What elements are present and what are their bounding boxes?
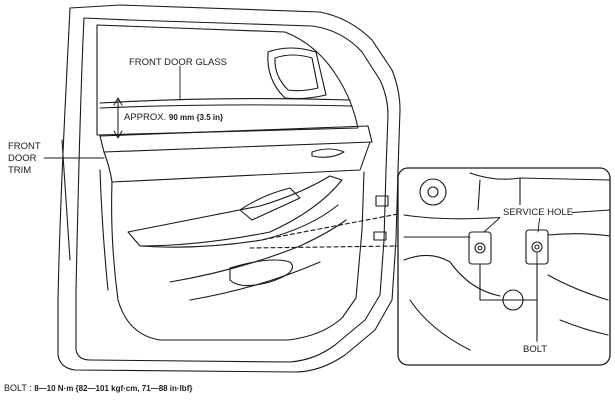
- door-inner-frame: [75, 17, 389, 363]
- bolt-label: BOLT: [523, 344, 547, 355]
- bolt-right: [531, 241, 543, 253]
- approx-dimension-label: APPROX. 90 mm {3.5 in}: [124, 112, 223, 123]
- service-hole-left: [468, 231, 492, 265]
- approx-prefix: APPROX.: [124, 112, 169, 123]
- bolt-label-bg: [520, 342, 550, 355]
- trim-belt-line: [99, 125, 373, 153]
- front-door-glass-label: FRONT DOOR GLASS: [129, 57, 227, 68]
- approx-value: 90 mm {3.5 in}: [169, 113, 223, 122]
- speaker-opening: [419, 178, 447, 206]
- detail-callout-box: [397, 167, 611, 366]
- diagram-figure: FRONT DOOR GLASS APPROX. 90 mm {3.5 in} …: [8, 4, 611, 373]
- service-hole-label-bg: [500, 205, 572, 218]
- speaker-trim: [229, 259, 294, 287]
- armrest: [127, 175, 343, 247]
- glass-lower-edge: [99, 104, 353, 109]
- front-door-trim-label-1: FRONT: [8, 141, 41, 152]
- front-door-trim-label-3: TRIM: [8, 165, 31, 176]
- glass-top-edge: [99, 97, 351, 104]
- bolt-torque-spec: BOLT : 8—10 N·m {82—101 kgf·cm, 71—88 in…: [4, 383, 192, 393]
- bolt-torque-value: 8—10 N·m {82—101 kgf·cm, 71—88 in·lbf}: [34, 384, 193, 393]
- front-door-trim-label-2: DOOR: [8, 153, 37, 164]
- window-opening: [96, 24, 359, 136]
- door-outer-frame: [57, 4, 401, 373]
- detail-leader-lines: [249, 213, 399, 249]
- door-trim-panel: [111, 171, 365, 341]
- bolt-torque-label: BOLT :: [4, 383, 35, 393]
- bolt-left: [474, 242, 486, 254]
- side-mirror: [267, 47, 327, 100]
- service-hole-label: SERVICE HOLE: [503, 207, 573, 218]
- door-handle: [239, 187, 301, 221]
